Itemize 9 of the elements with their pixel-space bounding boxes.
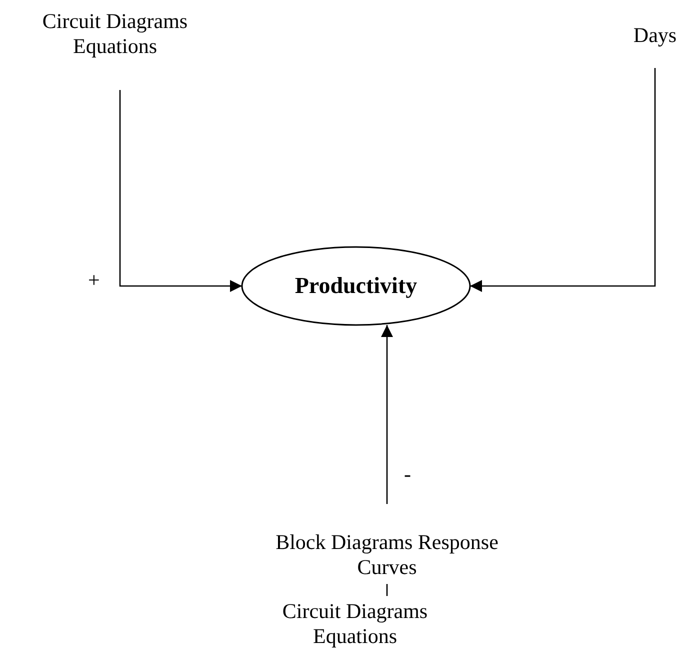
node-text: Block Diagrams Response Curves bbox=[274, 530, 500, 580]
node-text: Circuit Diagrams Equations bbox=[281, 599, 429, 649]
node-text: Days bbox=[633, 22, 677, 48]
arrow bbox=[119, 90, 242, 292]
arrow bbox=[381, 325, 393, 504]
node-title: Productivity bbox=[294, 273, 418, 299]
node-text: Circuit Diagrams Equations bbox=[41, 9, 189, 59]
arrow bbox=[470, 68, 656, 292]
ellipse-node bbox=[241, 246, 471, 326]
